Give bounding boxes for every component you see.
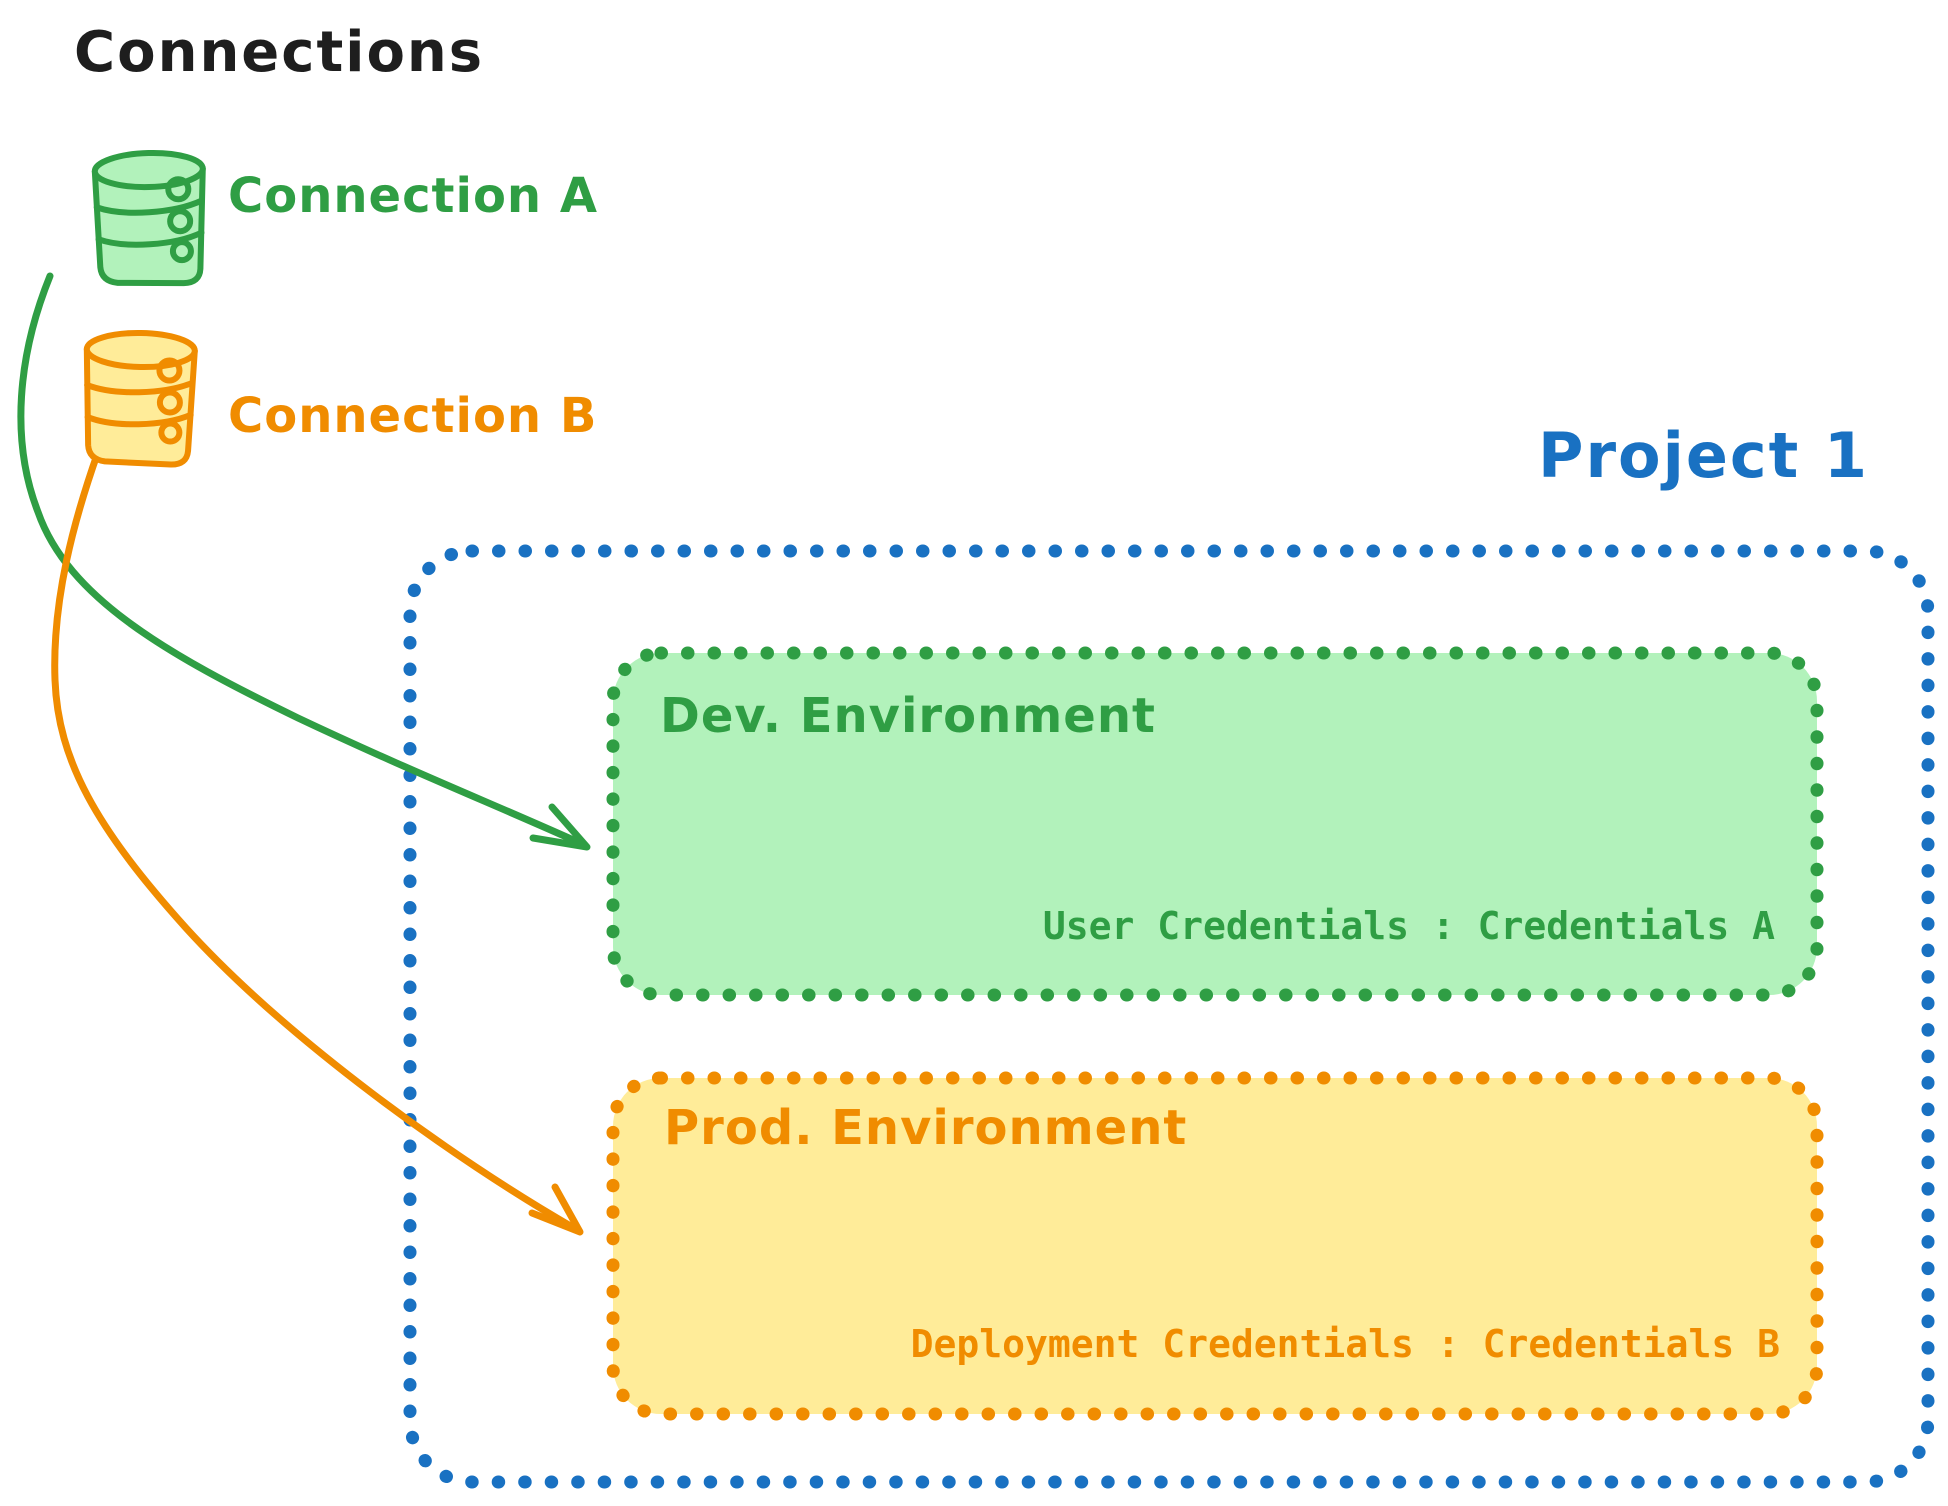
connection-b-label: Connection B xyxy=(228,388,598,444)
prod-environment-credentials: Deployment Credentials : Credentials B xyxy=(910,1322,1780,1366)
diagram-title: Connections xyxy=(74,20,485,85)
prod-environment-box xyxy=(606,1071,1824,1421)
arrow-connection-b-to-prod xyxy=(51,448,584,1236)
arrowhead-icon xyxy=(528,1183,584,1236)
arrowhead-icon xyxy=(529,803,591,851)
connection-a-label: Connection A xyxy=(228,168,598,224)
database-dot xyxy=(156,357,183,384)
database-divider xyxy=(93,197,205,216)
database-icon-connection-b xyxy=(83,329,198,468)
database-divider xyxy=(84,379,196,396)
project-container-box xyxy=(403,544,1935,1489)
database-dot xyxy=(158,420,183,445)
database-divider xyxy=(95,229,205,248)
arrow-line xyxy=(17,272,584,847)
project-title: Project 1 xyxy=(1538,419,1870,492)
arrow-line xyxy=(51,448,578,1232)
dev-environment-title: Dev. Environment xyxy=(660,688,1156,744)
database-divider xyxy=(84,411,194,428)
database-dot xyxy=(169,239,194,264)
database-icon-connection-a xyxy=(91,149,206,287)
arrow-connection-a-to-dev xyxy=(17,272,591,851)
database-dot xyxy=(167,208,194,235)
dev-environment-credentials: User Credentials : Credentials A xyxy=(1042,904,1775,948)
prod-environment-title: Prod. Environment xyxy=(664,1100,1188,1156)
dev-environment-box xyxy=(606,646,1824,1002)
database-dot xyxy=(156,389,183,416)
database-dot xyxy=(165,176,192,203)
